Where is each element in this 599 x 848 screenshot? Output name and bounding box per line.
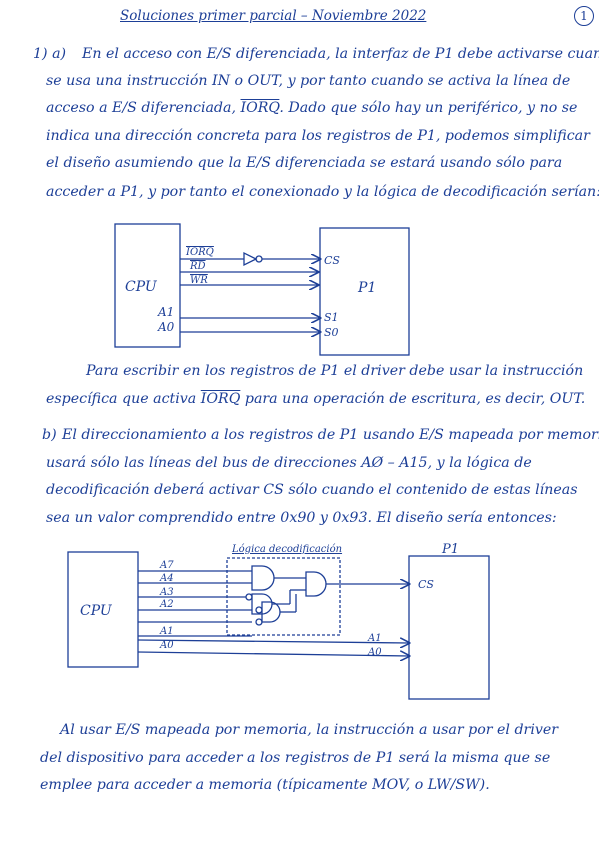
s1-label: S1: [324, 311, 339, 324]
input-a7: A7: [159, 560, 174, 571]
signal-wr: WR: [190, 275, 208, 286]
conclusion-line-3: emplee para acceder a memoria (típicamen…: [40, 777, 490, 793]
conclusion-line-2: del dispositivo para acceder a los regis…: [40, 750, 551, 766]
part-a-line-6: acceder a P1, y por tanto el conexionado…: [46, 184, 599, 200]
and-gate-1: [251, 565, 275, 591]
part-a-line-2: se usa una instrucción IN o OUT, y por t…: [46, 73, 571, 89]
part-a-line-7: Para escribir en los registros de P1 el …: [86, 363, 584, 379]
out-a1: A1: [367, 633, 382, 644]
decode-logic-label: Lógica decodificación: [231, 544, 342, 555]
part-a-line-4: indica una dirección concreta para los r…: [46, 128, 590, 144]
p1-box-2: [408, 555, 490, 700]
page-title: Soluciones primer parcial – Noviembre 20…: [120, 8, 427, 24]
p1-label-1: P1: [357, 280, 376, 296]
addr-a0-label: A0: [157, 320, 175, 334]
part-a-line-1: En el acceso con E/S diferenciada, la in…: [82, 46, 599, 62]
part-a-line-8: específica que activa IORQ para una oper…: [46, 391, 586, 407]
input-a4: A4: [159, 573, 174, 584]
input-a3: A3: [159, 587, 174, 598]
addr-a1-label: A1: [157, 305, 174, 319]
part-b-label: b): [42, 427, 57, 443]
p1-label-2: P1: [441, 542, 459, 557]
conclusion-line-1: Al usar E/S mapeada por memoria, la inst…: [60, 722, 559, 738]
cpu-label-1: CPU: [125, 279, 158, 295]
cpu-label-2: CPU: [80, 603, 113, 619]
part-a-label: 1) a): [33, 46, 67, 62]
signal-rd: RD: [189, 261, 206, 272]
input-a1: A1: [159, 626, 174, 637]
part-a-line-5: el diseño asumiendo que la E/S diferenci…: [46, 155, 563, 171]
and-gate-3: [261, 601, 281, 623]
page-number: 1: [574, 6, 594, 26]
part-b-line-2: usará sólo las líneas del bus de direcci…: [46, 455, 532, 471]
signal-iorq: IORQ: [185, 247, 214, 258]
s0-label: S0: [324, 326, 339, 339]
inverter-gate: [243, 251, 258, 267]
p1-box-1: [319, 227, 410, 356]
part-b-line-1: El direccionamiento a los registros de P…: [62, 427, 599, 443]
part-a-line-3: acceso a E/S diferenciada, IORQ. Dado qu…: [46, 100, 578, 116]
cs-label-1: CS: [324, 254, 340, 267]
input-a0: A0: [159, 640, 174, 651]
and-gate-final: [305, 571, 327, 597]
part-b-line-3: decodificación deberá activar CS sólo cu…: [46, 482, 578, 498]
cs-label-2: CS: [418, 578, 434, 591]
input-a2: A2: [159, 599, 174, 610]
out-a0: A0: [367, 647, 382, 658]
part-b-line-4: sea un valor comprendido entre 0x90 y 0x…: [46, 510, 557, 526]
iorq-signal-text: IORQ: [240, 100, 280, 116]
